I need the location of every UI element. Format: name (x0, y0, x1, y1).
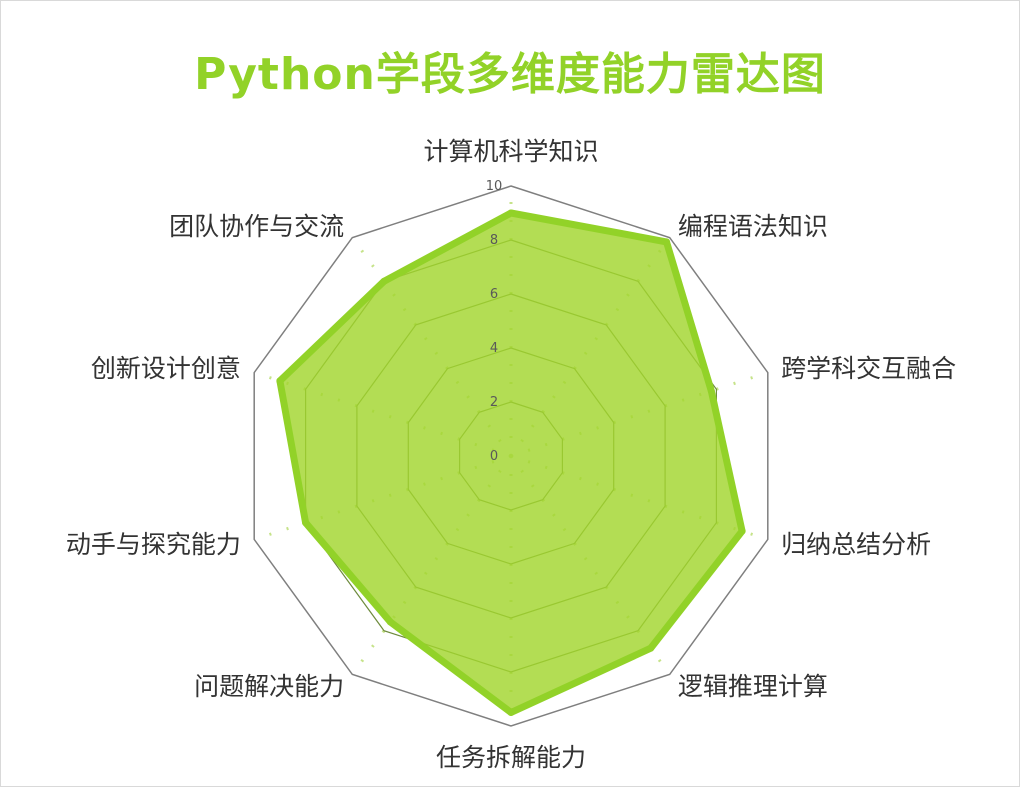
tick-label: 8 (490, 233, 498, 248)
data-point (386, 618, 394, 626)
axis-label: 任务拆解能力 (436, 743, 586, 772)
tick-label: 4 (490, 341, 498, 356)
data-point (380, 277, 388, 285)
chart-title: Python学段多维度能力雷达图 (194, 49, 826, 100)
axis-label: 编程语法知识 (678, 212, 828, 241)
tick-label: 6 (490, 287, 498, 302)
axis-label: 跨学科交互融合 (781, 354, 956, 383)
axis-label: 归纳总结分析 (781, 530, 931, 559)
axis-label: 计算机科学知识 (423, 137, 598, 166)
axis-label: 动手与探究能力 (66, 530, 241, 559)
data-point (738, 527, 746, 535)
data-point (507, 209, 515, 217)
axis-label: 团队协作与交流 (169, 212, 344, 241)
data-point (276, 377, 284, 385)
axis-label: 问题解决能力 (194, 672, 344, 701)
tick-label: 2 (490, 395, 498, 410)
axis-label: 创新设计创意 (91, 354, 241, 383)
axis-label: 逻辑推理计算 (678, 672, 828, 701)
data-point (302, 519, 310, 527)
data-point (663, 238, 670, 246)
tick-label: 0 (490, 449, 498, 464)
data-point (707, 387, 715, 395)
tick-label: 10 (486, 179, 503, 194)
data-point (507, 709, 515, 716)
series-area (276, 209, 746, 716)
series-group (276, 209, 746, 716)
tick-labels: 0 2 4 6 8 10 (486, 179, 503, 464)
outer-grid-ring (253, 185, 769, 727)
data-point (647, 644, 655, 652)
